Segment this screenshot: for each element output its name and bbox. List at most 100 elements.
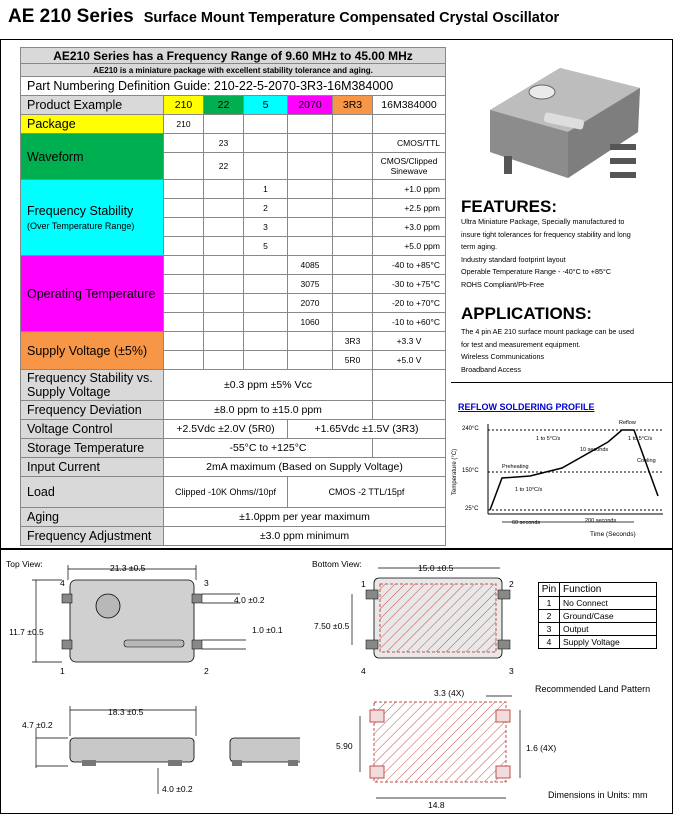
stability-code: 1 <box>243 179 288 199</box>
reflow-label-reflow: Reflow <box>619 420 636 426</box>
stability-code: 3 <box>243 217 288 237</box>
feature-line: Ultra Miniature Package, Specially manuf… <box>461 217 625 226</box>
stability-label-text: Frequency Stability <box>27 203 134 218</box>
part-guide: Part Numbering Definition Guide: 210-22-… <box>20 76 446 96</box>
feature-line: insure tight tolerances for frequency st… <box>461 229 631 239</box>
load-label: Load <box>20 476 164 508</box>
reflow-label-preheat: Preheating <box>502 464 529 470</box>
package-row: Package 210 <box>20 114 446 134</box>
stability-row: 5 +5.0 ppm <box>21 236 446 256</box>
optemp-row: 2070 -20 to +70°C <box>21 293 446 313</box>
top-pin-4: 4 <box>60 578 65 588</box>
feature-line: term aging. <box>461 242 497 251</box>
stability-sublabel: (Over Temperature Range) <box>27 220 135 231</box>
supply-code: 3R3 <box>332 331 373 351</box>
optemp-row: 3075 -30 to +75°C <box>21 274 446 294</box>
table-row: 4 Supply Voltage <box>538 635 657 649</box>
example-code-temp: 2070 <box>287 95 333 115</box>
package-desc: AE210 is a miniature package with excell… <box>20 63 446 77</box>
dim-side-width: 18.3 ±0.5 <box>108 707 144 717</box>
features-heading: FEATURES: <box>461 197 558 216</box>
aging-row: Aging ±1.0ppm per year maximum <box>20 507 446 527</box>
dim-land-pad-w: 1.6 (4X) <box>526 743 557 753</box>
range-header: AE210 Series has a Frequency Range of 9.… <box>20 47 446 64</box>
bot-pin-4: 4 <box>361 666 366 676</box>
stability-desc: +5.0 ppm <box>372 236 446 256</box>
applications-list: The 4 pin AE 210 surface mount package c… <box>461 326 666 376</box>
example-code-frequency: 16M384000 <box>372 95 446 115</box>
example-code-package: 210 <box>163 95 204 115</box>
land-pattern-title: Recommended Land Pattern <box>535 684 651 694</box>
divider <box>451 382 672 383</box>
fadj-row: Frequency Adjustment ±3.0 ppm minimum <box>20 526 446 546</box>
stability-desc: +3.0 ppm <box>372 217 446 237</box>
optemp-row: Operating Temperature 4085 -40 to +85°C <box>20 255 446 332</box>
load-value-clipped: Clipped -10K Ohms//10pf <box>163 476 288 508</box>
reflow-label-rampup: 1 to 5°C/s <box>536 436 561 442</box>
load-row: Load Clipped -10K Ohms//10pf CMOS -2 TTL… <box>20 476 446 508</box>
fsv-row: Frequency Stability vs. Supply Voltage ±… <box>20 369 446 401</box>
ic-value: 2mA maximum (Based on Supply Voltage) <box>163 457 446 477</box>
table-row: 2 Ground/Case <box>538 609 657 623</box>
top-view-label: Top View: <box>6 559 43 569</box>
reflow-tick-150: 150°C <box>462 468 479 474</box>
feature-line: Operable Temperature Range - -40°C to +8… <box>461 267 612 276</box>
stability-desc: +2.5 ppm <box>372 198 446 218</box>
pin-table-header: Pin Function <box>538 582 657 597</box>
pin-number: 1 <box>538 596 560 610</box>
optemp-label: Operating Temperature <box>20 255 164 332</box>
optemp-desc: -10 to +60°C <box>372 312 446 332</box>
optemp-code: 3075 <box>287 274 333 294</box>
supply-code: 5R0 <box>332 350 373 370</box>
vc-value-3r3: +1.65Vdc ±1.5V (3R3) <box>287 419 446 439</box>
table-header-row: AE210 Series has a Frequency Range of 9.… <box>20 47 446 64</box>
application-line: The 4 pin AE 210 surface mount package c… <box>461 327 635 336</box>
dim-land-width: 14.8 <box>428 800 445 810</box>
waveform-code: 23 <box>203 133 244 153</box>
stability-desc: +1.0 ppm <box>372 179 446 199</box>
fadj-value: ±3.0 ppm minimum <box>163 526 446 546</box>
reflow-label-200s: 200 seconds <box>585 518 617 524</box>
pin-function: Output <box>559 622 657 636</box>
pin-number: 4 <box>538 635 560 649</box>
waveform-label: Waveform <box>20 133 164 180</box>
pin-function: No Connect <box>559 596 657 610</box>
st-label: Storage Temperature <box>20 438 164 458</box>
vc-value-5r0: +2.5Vdc ±2.0V (5R0) <box>163 419 288 439</box>
optemp-desc: -20 to +70°C <box>372 293 446 313</box>
units-note: Dimensions in Units: mm <box>548 790 648 800</box>
supply-label: Supply Voltage (±5%) <box>20 331 164 370</box>
bot-pin-1: 1 <box>361 579 366 589</box>
bottom-view-drawing <box>351 567 521 799</box>
supply-desc: +3.3 V <box>372 331 446 351</box>
aging-label: Aging <box>20 507 164 527</box>
reflow-chart <box>487 424 663 523</box>
pin-function: Supply Voltage <box>559 635 657 649</box>
supply-desc: +5.0 V <box>372 350 446 370</box>
ic-label: Input Current <box>20 457 164 477</box>
dim-top-width: 21.3 ±0.5 <box>110 563 146 573</box>
bot-pin-3: 3 <box>509 666 514 676</box>
reflow-link[interactable]: REFLOW SOLDERING PROFILE <box>458 402 595 412</box>
waveform-desc: CMOS/Clipped Sinewave <box>372 152 446 180</box>
dim-bot-width: 15.0 ±0.5 <box>418 563 454 573</box>
vc-label: Voltage Control <box>20 419 164 439</box>
fsv-label: Frequency Stability vs. Supply Voltage <box>20 369 164 401</box>
table-row: 3 Output <box>538 622 657 636</box>
application-line: Wireless Communications <box>461 352 545 361</box>
fdev-label: Frequency Deviation <box>20 400 164 420</box>
dim-land-height: 5.90 <box>336 741 353 751</box>
reflow-label-preheat-rate: 1 to 10°C/s <box>515 487 543 493</box>
reflow-label-10s: 10 seconds <box>580 447 609 453</box>
reflow-tick-240: 240°C <box>462 426 479 432</box>
series-title: AE 210 Series <box>8 6 134 27</box>
application-line: Broadband Access <box>461 364 521 374</box>
load-value-cmos: CMOS -2 TTL/15pf <box>287 476 446 508</box>
ic-row: Input Current 2mA maximum (Based on Supp… <box>20 457 446 477</box>
bot-pin-2: 2 <box>509 579 514 589</box>
top-pin-2: 2 <box>204 666 209 676</box>
application-line: for test and measurement equipment. <box>461 339 581 349</box>
product-photo <box>460 48 662 196</box>
example-label: Product Example <box>20 95 164 115</box>
spec-table: AE210 Series has a Frequency Range of 9.… <box>20 47 446 546</box>
